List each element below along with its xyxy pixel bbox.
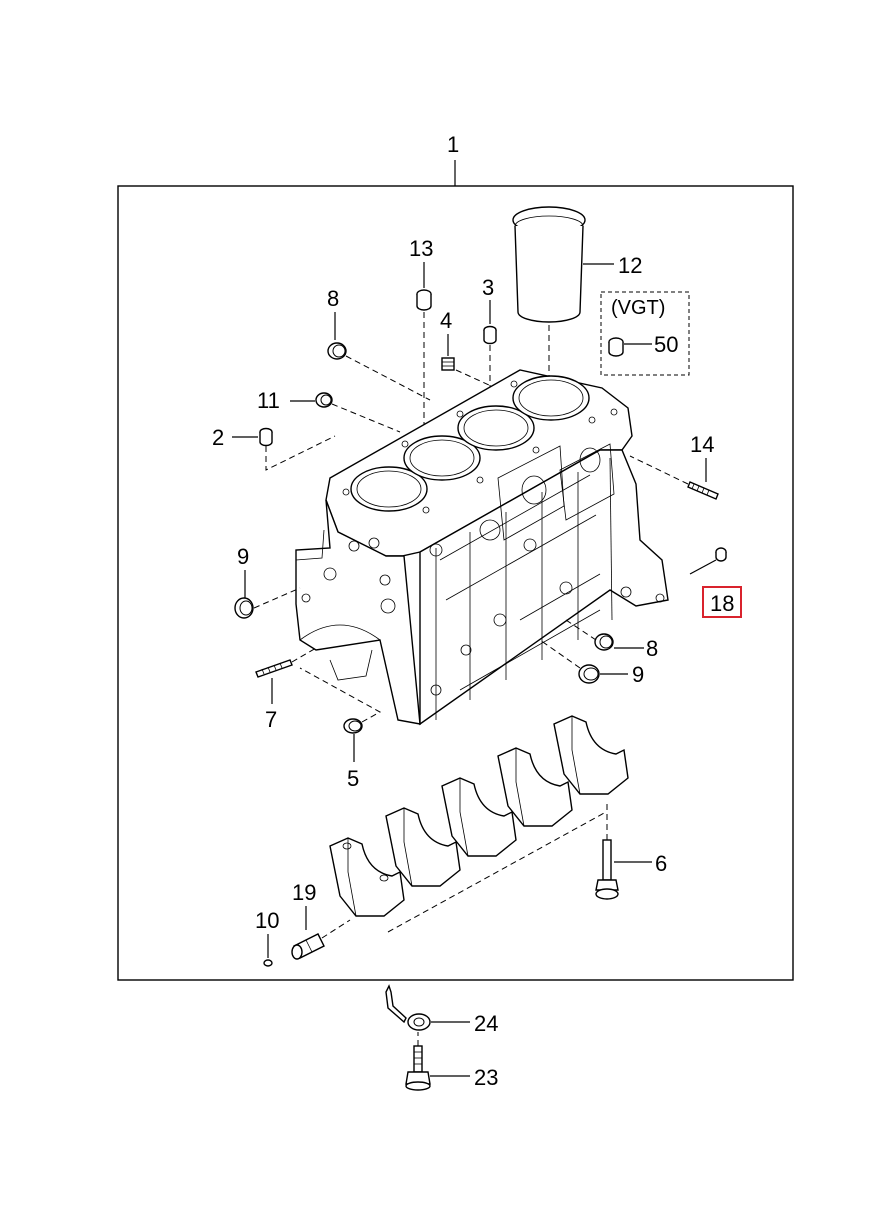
part-9-seal-right — [578, 664, 600, 684]
part-7-stud — [255, 659, 293, 678]
part-1-cylinder-block — [295, 369, 669, 726]
callout-24[interactable]: 24 — [474, 1011, 498, 1036]
part-6-bolt — [595, 800, 619, 900]
callout-9-left[interactable]: 9 — [237, 544, 249, 569]
part-11-plug — [315, 392, 333, 408]
callout-10[interactable]: 10 — [255, 908, 279, 933]
callout-11[interactable]: 11 — [257, 388, 280, 413]
part-23-bolt — [405, 1032, 431, 1091]
callout-6[interactable]: 6 — [655, 851, 667, 876]
callout-12[interactable]: 12 — [618, 253, 642, 278]
callout-18-highlight — [702, 586, 742, 618]
vgt-group-box — [600, 291, 690, 376]
part-8-plug-right — [594, 633, 614, 651]
part-24-knock-sensor — [385, 984, 431, 1031]
callout-50[interactable]: 50 — [654, 332, 678, 357]
callout-2[interactable]: 2 — [212, 425, 224, 450]
part-3-dowel — [483, 325, 497, 345]
callout-8-top[interactable]: 8 — [327, 286, 339, 311]
part-13-dowel — [416, 289, 432, 311]
part-8-plug-top — [327, 342, 347, 360]
callout-7[interactable]: 7 — [265, 707, 277, 732]
part-10-plug — [263, 959, 273, 967]
part-12-cylinder-liner — [512, 206, 586, 385]
part-5-plug — [343, 718, 363, 734]
part-9-seal-left — [234, 597, 254, 619]
part-2-dowel — [259, 427, 273, 447]
callout-13[interactable]: 13 — [409, 236, 433, 261]
callout-19[interactable]: 19 — [292, 880, 316, 905]
part-4-plug — [441, 357, 455, 371]
part-19-oil-jet — [291, 933, 325, 960]
callout-4[interactable]: 4 — [440, 308, 452, 333]
callout-5[interactable]: 5 — [347, 766, 359, 791]
callout-1[interactable]: 1 — [447, 132, 459, 157]
vgt-label: (VGT) — [611, 297, 665, 319]
callout-14[interactable]: 14 — [690, 432, 714, 457]
callout-8-right[interactable]: 8 — [646, 636, 658, 661]
part-14-stud — [687, 481, 719, 500]
part-18-plug — [715, 547, 727, 562]
callout-3[interactable]: 3 — [482, 275, 494, 300]
callout-9-right[interactable]: 9 — [632, 662, 644, 687]
callout-18[interactable]: 18 — [710, 591, 734, 616]
callout-23[interactable]: 23 — [474, 1065, 498, 1090]
bearing-caps — [329, 715, 629, 933]
part-50-dowel — [608, 337, 624, 357]
